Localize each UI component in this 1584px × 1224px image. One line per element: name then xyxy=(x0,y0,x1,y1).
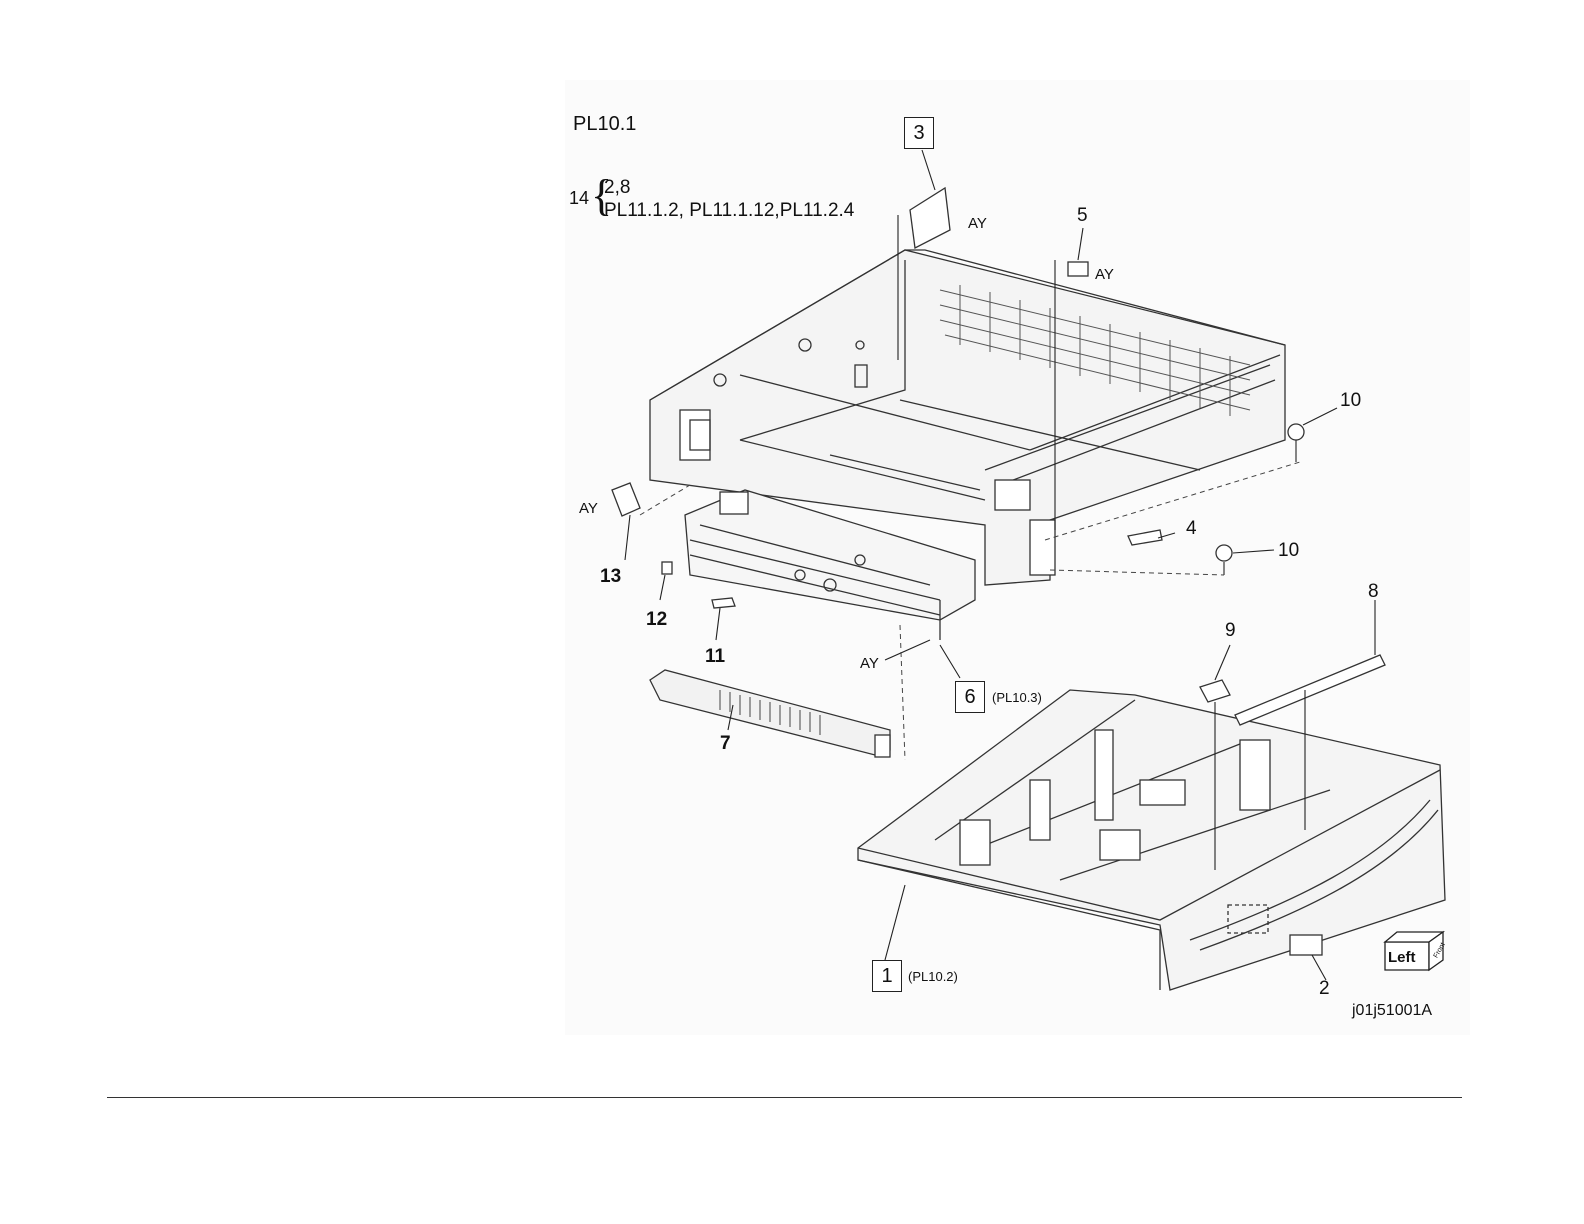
callout-6-box: 6 xyxy=(955,681,985,713)
callout-11: 11 xyxy=(705,646,725,668)
callout-12: 12 xyxy=(646,609,667,631)
callout-4: 4 xyxy=(1186,518,1197,540)
callout-9: 9 xyxy=(1225,620,1236,642)
paper-tray xyxy=(858,690,1445,990)
part-5 xyxy=(1068,262,1088,276)
callout-8: 8 xyxy=(1368,581,1379,603)
ay-mark-part-3: AY xyxy=(968,215,987,232)
footer-divider xyxy=(107,1097,1462,1098)
callout-3-box: 3 xyxy=(904,117,934,149)
part-8-label xyxy=(1235,655,1385,725)
part-4 xyxy=(1128,530,1162,545)
callout-10-lower: 10 xyxy=(1278,540,1299,562)
callout-7: 7 xyxy=(720,733,731,755)
guide-part-7 xyxy=(650,670,890,757)
screw-10b xyxy=(1216,545,1232,561)
part-11 xyxy=(712,598,735,608)
ay-mark-part-13: AY xyxy=(579,500,598,517)
ay-mark-part-6: AY xyxy=(860,655,879,672)
callout-13: 13 xyxy=(600,566,621,588)
part-3-bracket xyxy=(910,188,950,248)
note-line-1: 2,8 xyxy=(604,177,630,199)
figure-id: j01j51001A xyxy=(1352,1002,1432,1020)
note-item-number: 14 xyxy=(569,188,589,209)
part-13 xyxy=(612,483,640,516)
part-2-label xyxy=(1290,935,1322,955)
orientation-left: Left xyxy=(1388,949,1416,966)
screw-10a xyxy=(1288,424,1304,440)
part-12 xyxy=(662,562,672,574)
callout-1-ref: (PL10.2) xyxy=(908,969,958,984)
orientation-cube-icon: Left Front xyxy=(1383,930,1455,972)
callout-2: 2 xyxy=(1319,978,1330,1000)
callout-5: 5 xyxy=(1077,205,1088,227)
ay-mark-part-5: AY xyxy=(1095,266,1114,283)
callout-6-ref: (PL10.3) xyxy=(992,690,1042,705)
note-line-2: PL11.1.2, PL11.1.12,PL11.2.4 xyxy=(604,200,854,222)
part-9 xyxy=(1200,680,1230,702)
callout-10-upper: 10 xyxy=(1340,390,1361,412)
plate-title: PL10.1 xyxy=(573,113,636,136)
callout-1-box: 1 xyxy=(872,960,902,992)
